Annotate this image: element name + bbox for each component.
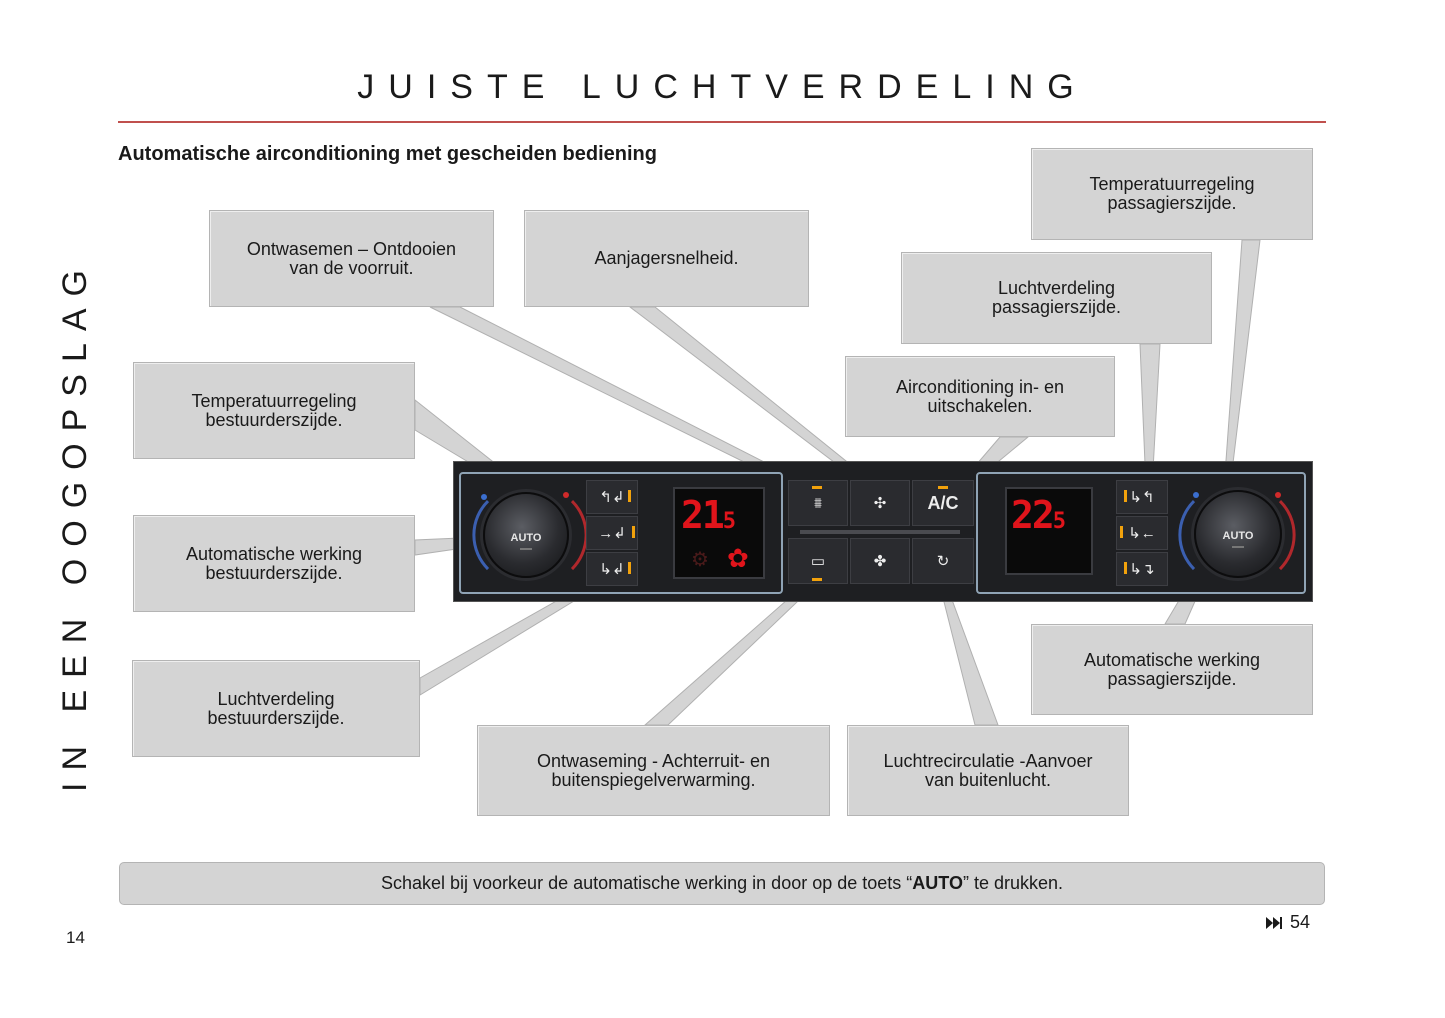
callout-text: Luchtverdeling (997, 278, 1116, 298)
callout-text: Ontwaseming - Achterruit- en (536, 750, 771, 771)
recirculation-icon: ↻ (936, 553, 950, 570)
footer-note-text: ” te drukken. (962, 873, 1063, 893)
knob-indicator (1232, 546, 1244, 548)
windshield-defrost-button[interactable]: ⩩ (788, 480, 848, 526)
callout-text: bestuurderszijde. (205, 562, 343, 583)
callout-text: Temperatuurregeling (1089, 174, 1255, 194)
driver-temp-value: 215 (681, 493, 736, 537)
led-indicator (1124, 490, 1127, 502)
airflow-vent-icon: ↳↲ (599, 561, 625, 578)
next-page-number: 54 (1290, 912, 1311, 932)
callout-text: passagierszijde. (1107, 668, 1237, 689)
passenger-temp-knob[interactable]: AUTO (1194, 490, 1282, 578)
passenger-auto-button[interactable]: AUTO (1222, 530, 1254, 542)
fan-icon: ✤ (873, 553, 887, 570)
callout-text: van buitenlucht. (924, 769, 1052, 790)
led-indicator (812, 486, 822, 489)
section-heading: Automatische airconditioning met geschei… (118, 143, 657, 165)
led-indicator (938, 486, 948, 489)
windshield-defrost-icon: ⩩ (813, 494, 822, 512)
callout-text: Automatische werking (185, 543, 363, 564)
callout-text: Temperatuurregeling (191, 390, 357, 411)
led-indicator (1124, 562, 1127, 574)
driver-air-dist-up-button[interactable]: ↰↲ (586, 480, 638, 514)
temp-digits: 22 (1011, 493, 1055, 537)
recirculation-button[interactable]: ↻ (912, 538, 974, 584)
fan-speed-icon: ✣ (873, 495, 887, 512)
callout-text: van de voorruit. (289, 257, 414, 278)
callout-text: bestuurderszijde. (205, 409, 343, 430)
airflow-vent-icon: ↳↰ (1129, 489, 1155, 506)
driver-zone-frame (459, 472, 783, 594)
temp-decimal: 5 (1052, 509, 1066, 534)
callout-text: bestuurderszijde. (207, 707, 345, 728)
passenger-temp-arc (1178, 492, 1296, 571)
led-indicator (628, 490, 631, 502)
airflow-vent-icon: ↳← (1128, 525, 1156, 542)
footer-note: Schakel bij voorkeur de automatische wer… (119, 862, 1325, 905)
airflow-vent-icon: →↲ (598, 525, 626, 542)
callout-text: uitschakelen. (927, 395, 1033, 416)
next-page-link[interactable]: 54 (1266, 912, 1310, 933)
passenger-air-dist-mid-button[interactable]: ↳← (1116, 516, 1168, 550)
leader-temp-pass (1223, 239, 1261, 489)
ac-label: A/C (927, 492, 959, 513)
page-title: JUISTE LUCHTVERDELING (357, 68, 1088, 106)
passenger-temp-value: 225 (1011, 493, 1066, 537)
temp-digits: 21 (681, 493, 725, 537)
callout-text: buitenspiegelverwarming. (551, 769, 756, 790)
fan-speed-increase-button[interactable]: ✣ (850, 480, 910, 526)
led-indicator (628, 562, 631, 574)
led-indicator (1120, 526, 1123, 538)
callout-text: Luchtrecirculatie -Aanvoer (883, 750, 1093, 771)
driver-temp-display: 215 ✿ ⚙ (673, 487, 765, 579)
ac-toggle-button[interactable]: A/C (912, 480, 974, 526)
fan-speed-decrease-button[interactable]: ✤ (850, 538, 910, 584)
rear-defrost-icon: ▭ (810, 553, 826, 570)
footer-note-bold: AUTO (912, 873, 963, 893)
airflow-vent-icon: ↳↴ (1129, 561, 1155, 578)
fast-forward-icon (1266, 916, 1282, 929)
page-number: 14 (66, 928, 85, 947)
temp-decimal: 5 (722, 509, 736, 534)
driver-auto-button[interactable]: AUTO (510, 532, 542, 544)
led-indicator (632, 526, 635, 538)
driver-air-dist-mid-button[interactable]: →↲ (586, 516, 638, 550)
fan-icon: ✿ (727, 543, 749, 573)
callout-text: Automatische werking (1083, 649, 1261, 670)
callout-text: passagierszijde. (1107, 193, 1237, 213)
knob-indicator (520, 548, 532, 550)
rear-defrost-button[interactable]: ▭ (788, 538, 848, 584)
callout-text: Aanjagersnelheid. (594, 248, 739, 268)
callout-text: Ontwasemen – Ontdooien (246, 238, 457, 259)
panel-divider (800, 530, 960, 534)
fan-speed-icon: ⚙ (691, 549, 709, 571)
driver-temp-knob[interactable]: AUTO (483, 492, 569, 578)
airflow-vent-icon: ↰↲ (599, 489, 625, 506)
passenger-zone-frame (976, 472, 1306, 594)
callout-fan-speed: Aanjagersnelheid. (524, 210, 809, 307)
callout-text: Airconditioning in- en (895, 376, 1065, 397)
passenger-temp-display: 225 (1005, 487, 1093, 575)
led-indicator (812, 578, 822, 581)
title-divider (118, 121, 1326, 123)
footer-note-text: Schakel bij voorkeur de automatische wer… (380, 873, 913, 893)
driver-air-dist-down-button[interactable]: ↳↲ (586, 552, 638, 586)
callout-text: Luchtverdeling (217, 688, 335, 709)
callout-text: passagierszijde. (991, 297, 1122, 317)
